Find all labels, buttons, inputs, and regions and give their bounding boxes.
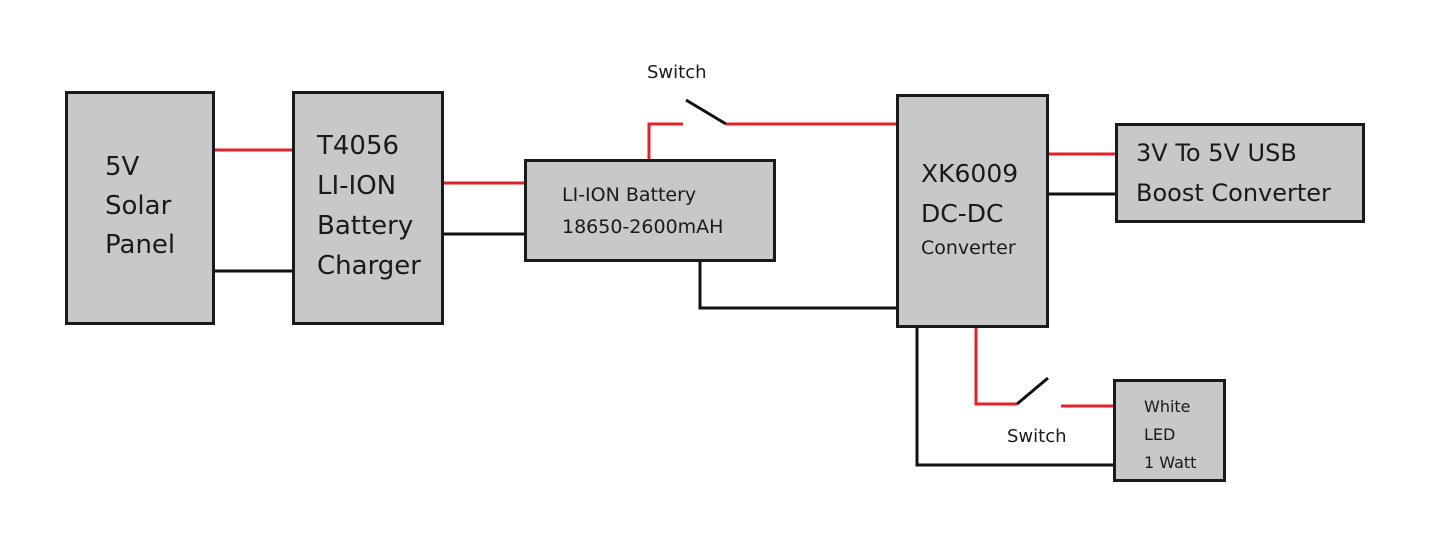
solar-panel-label-line-3: Panel bbox=[105, 230, 176, 260]
usb-boost-label-line-1: 3V To 5V USB bbox=[1136, 139, 1297, 167]
charger-label-line-3: Battery bbox=[317, 211, 414, 241]
charger-block: T4056 LI-ION Battery Charger bbox=[292, 91, 444, 325]
led-label-line-3: 1 Watt bbox=[1144, 453, 1197, 472]
led-label-line-1: White bbox=[1144, 397, 1191, 416]
solar-panel-label-line-2: Solar bbox=[105, 191, 172, 221]
battery-label-line-2: 18650-2600mAH bbox=[562, 216, 724, 238]
dcdc-converter-block: XK6009 DC-DC Converter bbox=[896, 94, 1049, 328]
charger-label-line-2: LI-ION bbox=[317, 171, 397, 201]
white-led-block: White LED 1 Watt bbox=[1113, 379, 1226, 482]
led-label-line-2: LED bbox=[1144, 425, 1176, 444]
wire-dcdc-switch-positive bbox=[974, 326, 1017, 406]
wire-battery-switch-positive bbox=[647, 122, 683, 160]
usb-boost-label-line-2: Boost Converter bbox=[1136, 179, 1331, 207]
charger-label-line-4: Charger bbox=[317, 251, 421, 281]
solar-panel-block: 5V Solar Panel bbox=[65, 91, 215, 325]
wire-dcdc-led-negative bbox=[915, 326, 1115, 467]
switch-top-blade bbox=[685, 98, 727, 126]
solar-panel-label-line-1: 5V bbox=[105, 152, 140, 182]
charger-label-line-1: T4056 bbox=[317, 131, 400, 161]
switch-bottom-label: Switch bbox=[1007, 426, 1067, 447]
wire-battery-dcdc-negative bbox=[698, 259, 898, 310]
battery-label-line-1: LI-ION Battery bbox=[562, 184, 697, 206]
usb-boost-converter-block: 3V To 5V USB Boost Converter bbox=[1115, 123, 1365, 223]
switch-bottom-blade bbox=[1016, 376, 1049, 406]
battery-block: LI-ION Battery 18650-2600mAH bbox=[524, 159, 776, 262]
dcdc-label-line-2: DC-DC bbox=[921, 199, 1004, 228]
dcdc-label-line-3: Converter bbox=[921, 237, 1016, 259]
switch-top-label: Switch bbox=[647, 62, 707, 83]
dcdc-label-line-1: XK6009 bbox=[921, 159, 1019, 188]
